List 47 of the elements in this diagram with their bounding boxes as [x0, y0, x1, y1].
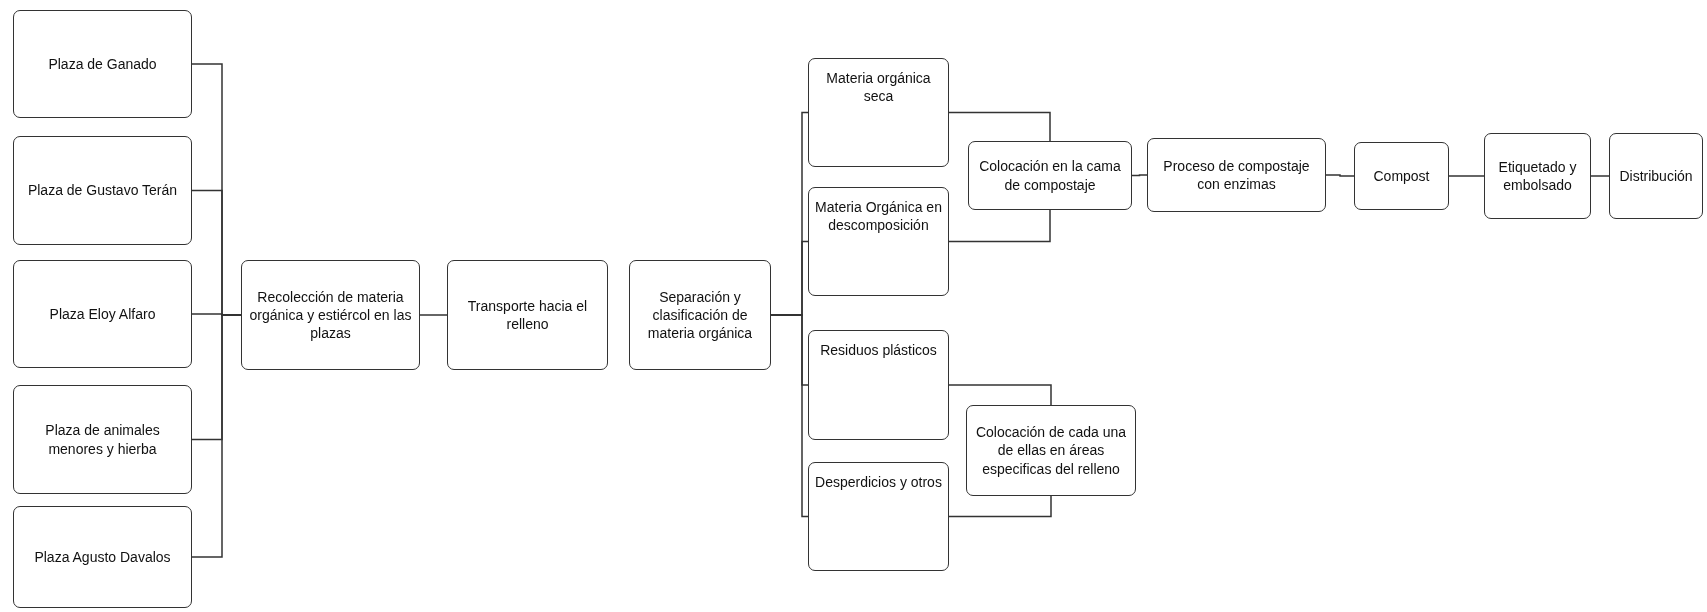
connector-line [191, 314, 242, 558]
connector-line [948, 111, 1051, 142]
box-label: Etiquetado y embolsado [1497, 157, 1578, 195]
process-box [1484, 133, 1591, 219]
box-label: Plaza de Gustavo Terán [27, 181, 178, 200]
process-box [1354, 142, 1449, 210]
connector-line [1590, 175, 1610, 177]
connector-line [1325, 174, 1355, 177]
process-box [13, 10, 192, 118]
process-box [808, 462, 949, 571]
connector-line [770, 314, 809, 518]
process-box [629, 260, 771, 370]
box-label: Distribución [1619, 166, 1693, 186]
process-box [808, 330, 949, 440]
process-box [966, 405, 1136, 496]
box-label: Plaza Eloy Alfaro [49, 304, 156, 324]
process-box [13, 385, 192, 494]
process-box [808, 58, 949, 167]
box-label: Colocación en la cama de compostaje [978, 157, 1122, 194]
process-box [1147, 138, 1326, 212]
connector-line [948, 209, 1051, 243]
box-label: Plaza de animales menores y hierba [44, 421, 161, 458]
box-label: Materia Orgánica en descomposición [814, 198, 943, 235]
box-label: Separación y clasificación de materia orgánica [646, 287, 754, 343]
process-box [13, 506, 192, 608]
process-box [13, 136, 192, 245]
process-box [13, 260, 192, 368]
box-label: Desperdicios y otros [815, 473, 942, 492]
connector-line [948, 384, 1052, 406]
box-label: Proceso de compostaje con enzimas [1162, 156, 1311, 194]
box-label: Compost [1373, 166, 1430, 186]
process-box [447, 260, 608, 370]
process-box [1609, 133, 1703, 219]
process-box [241, 260, 420, 370]
box-label: Transporte hacia el relleno [466, 296, 589, 334]
connector-line [419, 314, 448, 316]
box-label: Colocación de cada una de ellas en áreas especificas del relleno [974, 423, 1128, 478]
connector-line [1448, 175, 1485, 177]
box-label: Plaza Agusto Davalos [34, 547, 171, 567]
box-label: Materia orgánica seca [825, 69, 932, 106]
connector-line [948, 495, 1052, 518]
connector-line [1131, 174, 1148, 177]
box-label: Plaza de Ganado [48, 54, 157, 74]
box-label: Recolección de materia orgánica y estiércol en las plazas [248, 287, 413, 343]
process-box [968, 141, 1132, 210]
process-box [808, 187, 949, 296]
box-label: Residuos plásticos [820, 341, 937, 360]
